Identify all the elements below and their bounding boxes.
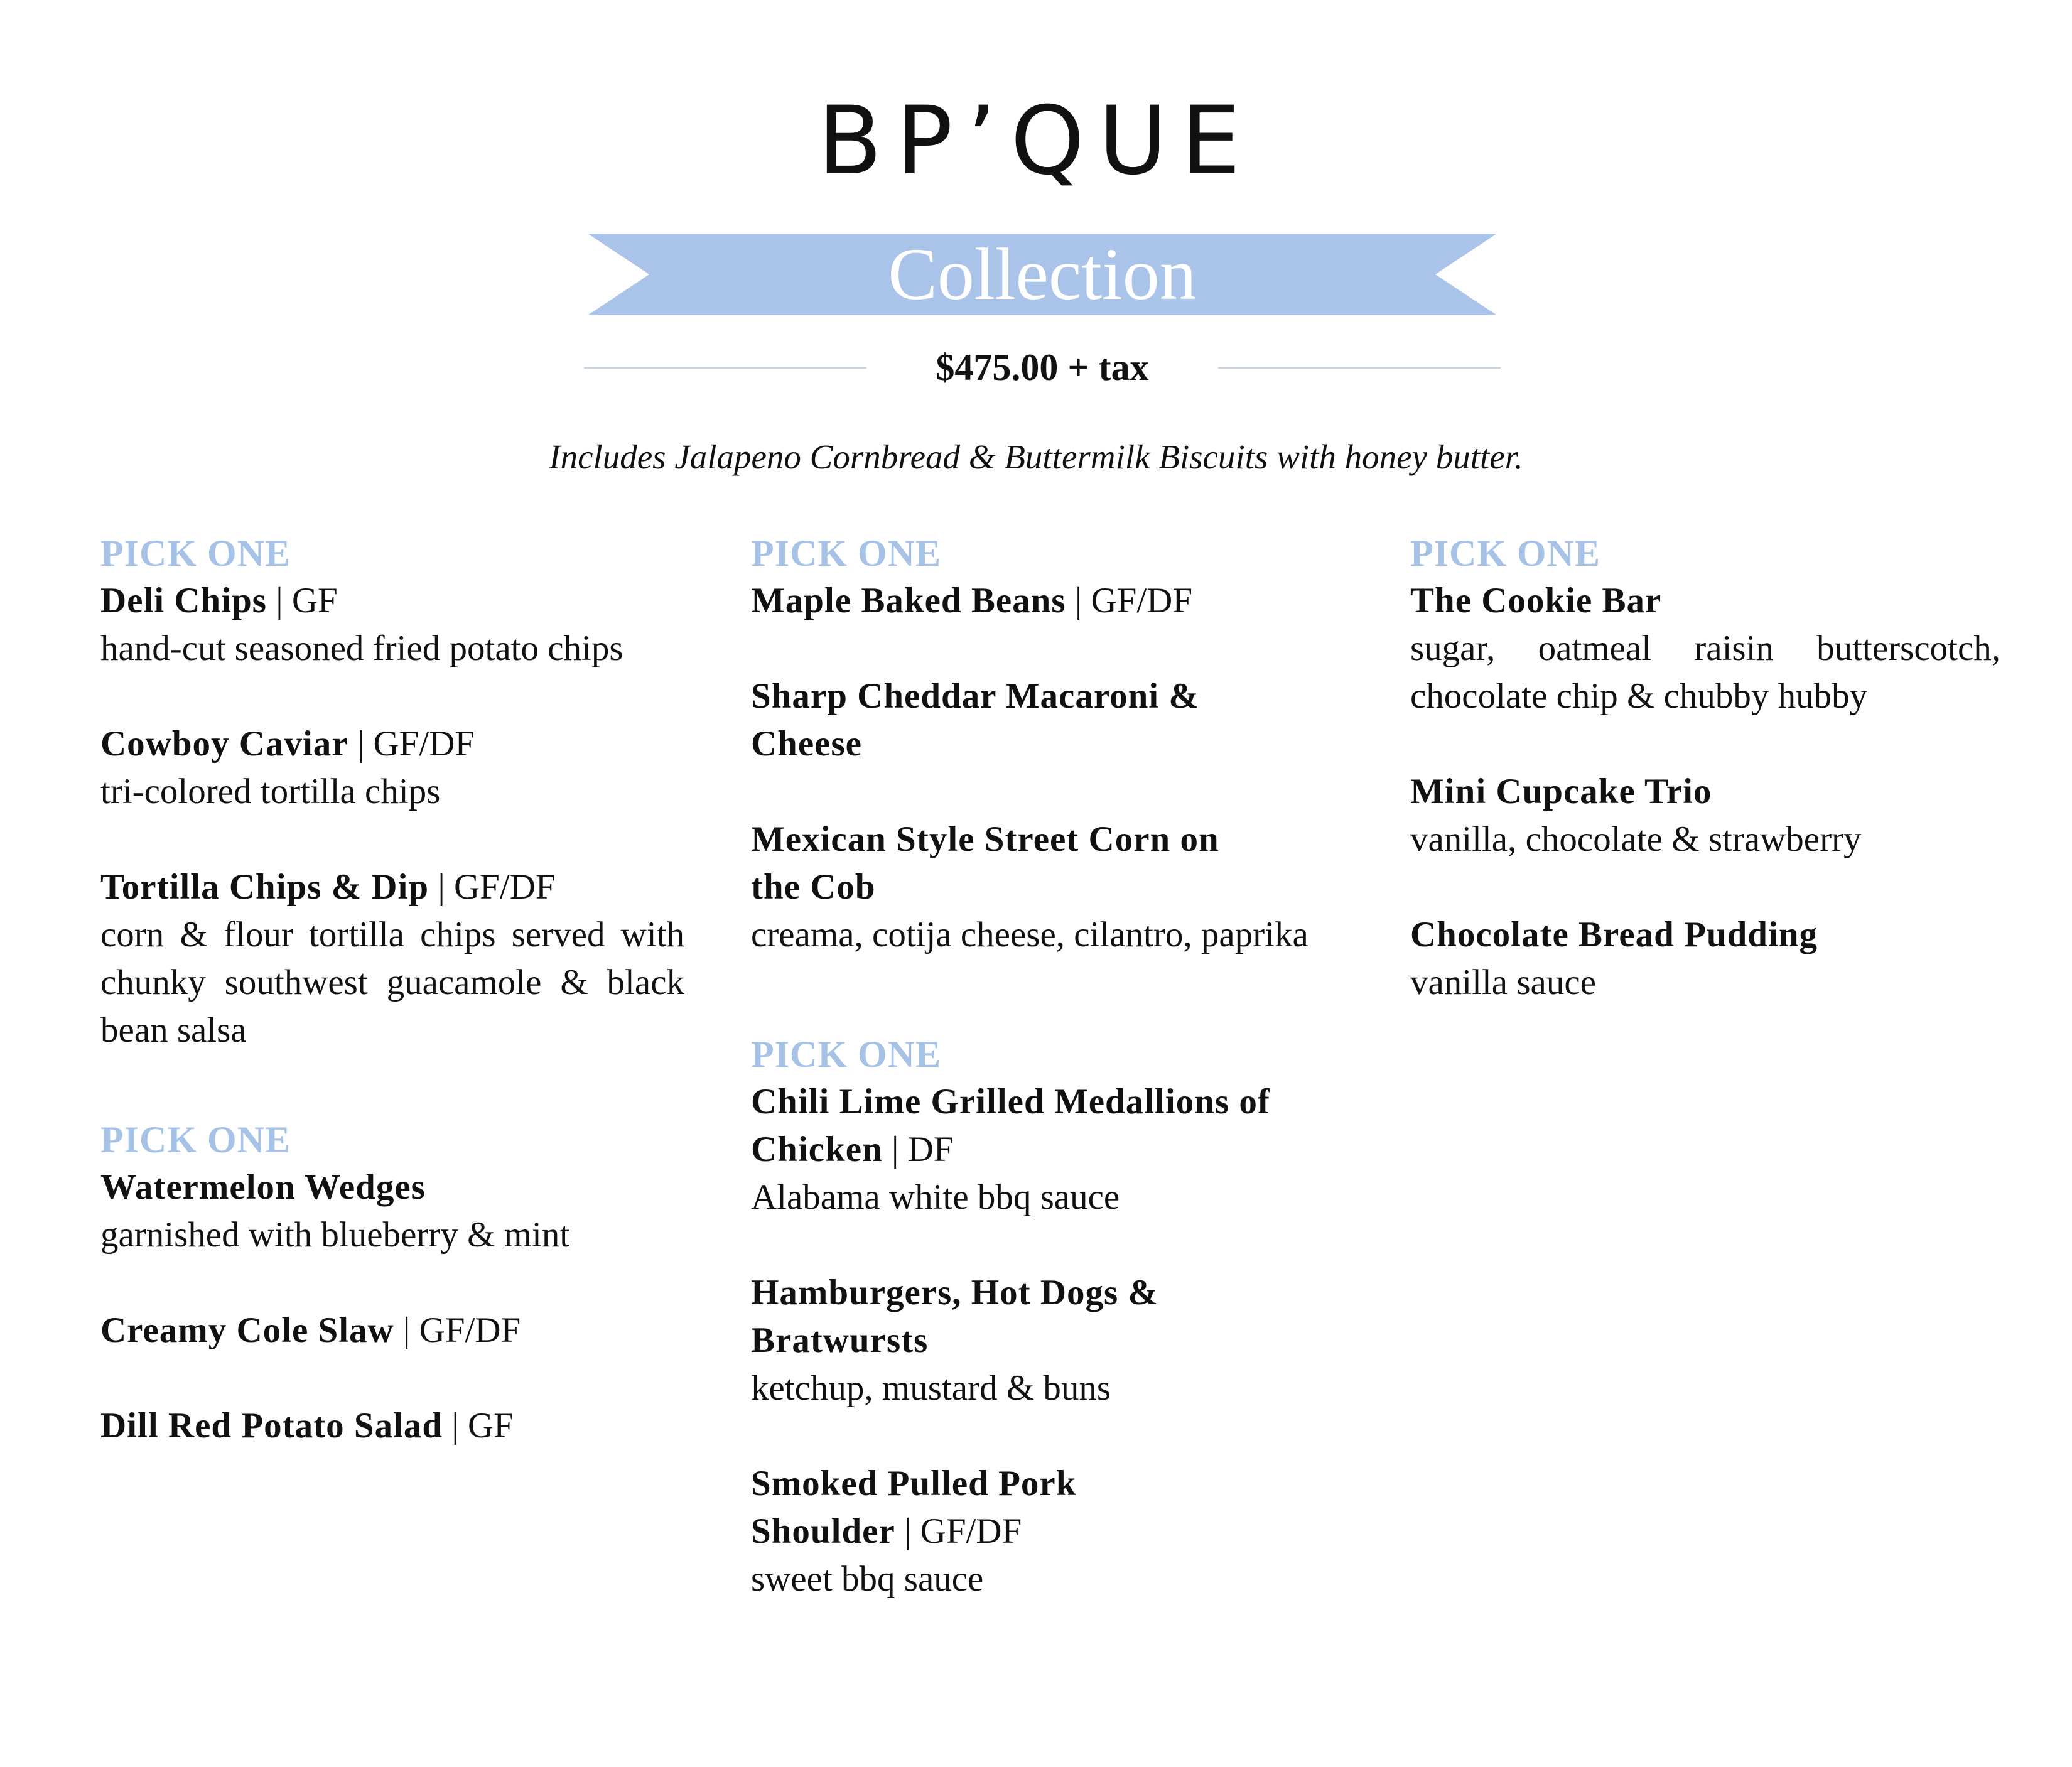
item-diet-tag: | GF <box>266 581 338 620</box>
item-description: corn & flour tortilla chips served with … <box>100 915 684 1050</box>
item-description: sugar, oatmeal raisin butterscotch, choc… <box>1410 629 2000 716</box>
item-description: vanilla sauce <box>1410 963 1596 1002</box>
menu-section: PICK ONE Chili Lime Grilled Medallions o… <box>751 1030 1366 1603</box>
item-name: Dill Red Potato Salad <box>100 1406 443 1445</box>
section-title: PICK ONE <box>751 1034 942 1075</box>
menu-item: Deli Chips | GF hand-cut seasoned fried … <box>100 577 684 673</box>
item-name: Sharp Cheddar Macaroni & Cheese <box>751 676 1199 764</box>
item-description: Alabama white bbq sauce <box>751 1177 1120 1217</box>
item-name: Cowboy Caviar <box>100 724 348 764</box>
menu-item: Mini Cupcake Trio vanilla, chocolate & s… <box>1410 768 2000 863</box>
item-name: Maple Baked Beans <box>751 581 1066 620</box>
item-name: Chocolate Bread Pudding <box>1410 915 1818 954</box>
item-name: Deli Chips <box>100 581 267 620</box>
menu-item: Dill Red Potato Salad | GF <box>100 1402 684 1450</box>
menu-item: Chocolate Bread Pudding vanilla sauce <box>1410 911 2000 1007</box>
section-title: PICK ONE <box>100 1119 291 1160</box>
menu-column-1: PICK ONE Deli Chips | GF hand-cut season… <box>100 529 684 1450</box>
item-name: Watermelon Wedges <box>100 1167 426 1207</box>
item-diet-tag: | GF/DF <box>895 1511 1022 1551</box>
item-description: sweet bbq sauce <box>751 1559 984 1599</box>
item-description: garnished with blueberry & mint <box>100 1215 570 1255</box>
item-name: Chili Lime Grilled Medallions of Chicken <box>751 1082 1270 1169</box>
item-description: ketchup, mustard & buns <box>751 1368 1111 1408</box>
item-name: The Cookie Bar <box>1410 581 1662 620</box>
item-diet-tag: | DF <box>882 1130 954 1169</box>
menu-item: Mexican Style Street Corn on the Cob cre… <box>751 816 1366 959</box>
menu-column-3: PICK ONE The Cookie Bar sugar, oatmeal r… <box>1410 529 2000 1007</box>
item-description: hand-cut seasoned fried potato chips <box>100 629 623 668</box>
item-name: Hamburgers, Hot Dogs & Bratwursts <box>751 1273 1158 1360</box>
menu-section: PICK ONE Maple Baked Beans | GF/DF Sharp… <box>751 529 1366 959</box>
menu-item: Sharp Cheddar Macaroni & Cheese <box>751 673 1203 768</box>
item-description: tri-colored tortilla chips <box>100 772 441 811</box>
section-title: PICK ONE <box>751 532 942 574</box>
collection-title: Collection <box>888 233 1197 315</box>
menu-item: Maple Baked Beans | GF/DF <box>751 577 1366 625</box>
menu-item: Creamy Cole Slaw | GF/DF <box>100 1307 684 1354</box>
item-name: Mini Cupcake Trio <box>1410 772 1712 811</box>
section-title: PICK ONE <box>100 532 291 574</box>
price-row: $475.00 + tax <box>584 342 1501 392</box>
section-title: PICK ONE <box>1410 532 1601 574</box>
menu-item: Chili Lime Grilled Medallions of Chicken… <box>751 1078 1366 1221</box>
ribbon-fill <box>588 234 1497 315</box>
item-description: creama, cotija cheese, cilantro, paprika <box>751 915 1308 954</box>
menu-item: Cowboy Caviar | GF/DF tri-colored tortil… <box>100 720 684 816</box>
item-diet-tag: | GF/DF <box>348 724 475 764</box>
menu-item: Hamburgers, Hot Dogs & Bratwursts ketchu… <box>751 1269 1366 1412</box>
menu-section: PICK ONE Watermelon Wedges garnished wit… <box>100 1116 684 1450</box>
item-name: Tortilla Chips & Dip <box>100 867 429 907</box>
menu-column-2: PICK ONE Maple Baked Beans | GF/DF Sharp… <box>751 529 1366 1603</box>
price-label: $475.00 + tax <box>936 347 1149 388</box>
price-rule-left <box>584 367 866 369</box>
brand-logo: BP’QUE <box>817 87 1255 196</box>
menu-item: Tortilla Chips & Dip | GF/DF corn & flou… <box>100 863 684 1054</box>
item-name: Creamy Cole Slaw <box>100 1310 394 1350</box>
item-description: vanilla, chocolate & strawberry <box>1410 819 1862 859</box>
price-rule-right <box>1218 367 1501 369</box>
menu-section: PICK ONE The Cookie Bar sugar, oatmeal r… <box>1410 529 2000 1007</box>
menu-item: Smoked Pulled Pork Shoulder | GF/DF swee… <box>751 1460 1366 1603</box>
item-name: Mexican Style Street Corn on the Cob <box>751 819 1219 907</box>
item-diet-tag: | GF/DF <box>394 1310 521 1350</box>
menu-item: The Cookie Bar sugar, oatmeal raisin but… <box>1410 577 2000 720</box>
collection-banner: Collection <box>588 234 1497 315</box>
item-name: Smoked Pulled Pork Shoulder <box>751 1464 1077 1551</box>
item-diet-tag: | GF <box>443 1406 514 1445</box>
menu-section: PICK ONE Deli Chips | GF hand-cut season… <box>100 529 684 1054</box>
ribbon-shape <box>588 234 1497 315</box>
menu-item: Watermelon Wedges garnished with blueber… <box>100 1164 684 1259</box>
item-diet-tag: | GF/DF <box>1066 581 1193 620</box>
includes-note: Includes Jalapeno Cornbread & Buttermilk… <box>549 438 1523 476</box>
item-diet-tag: | GF/DF <box>429 867 556 907</box>
